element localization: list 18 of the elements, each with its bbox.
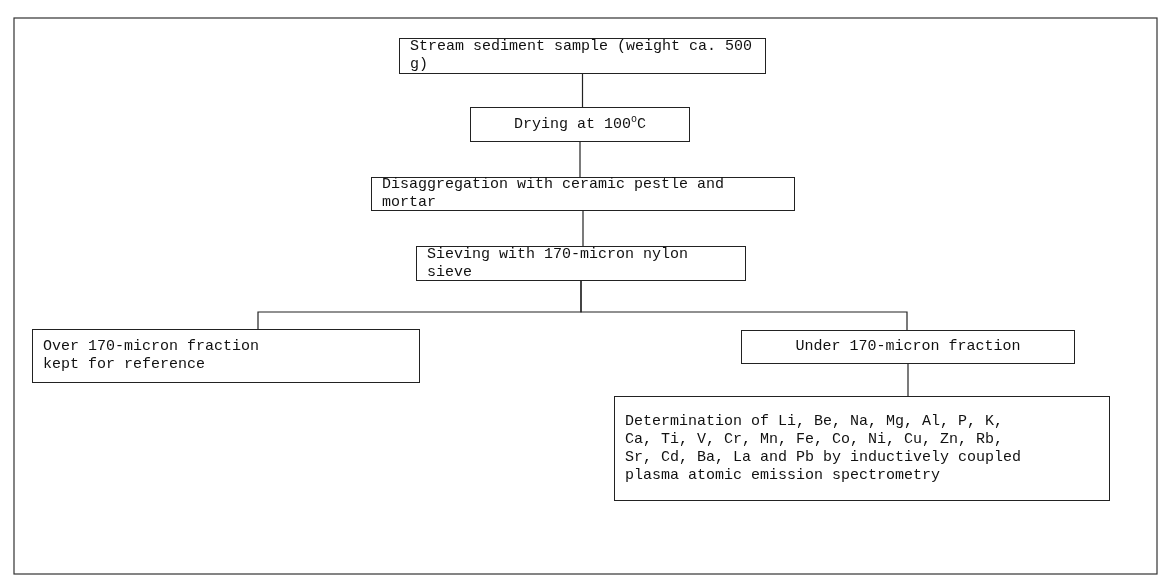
step-text: Disaggregation with ceramic pestle and mortar (381, 176, 726, 212)
step-text: Under 170-micron fraction (794, 338, 1022, 356)
connector-line (580, 280, 908, 331)
connector-line (581, 73, 584, 108)
process-box (416, 246, 746, 281)
connector-line (907, 363, 909, 397)
connector-line (582, 210, 584, 247)
step-text: Stream sediment sample (weight ca. 500 g) (409, 38, 754, 74)
process-box (470, 107, 690, 142)
step-text: Over 170-micron fraction kept for reference (42, 338, 261, 374)
process-box (371, 177, 795, 211)
step-text: Drying at 100$^{o}$C (512, 115, 648, 134)
process-box (32, 329, 420, 383)
connector-line (579, 141, 581, 178)
step-text: Determination of Li, Be, Na, Mg, Al, P, K, Ca, Ti, V, Cr, Mn, Fe, Co, Ni, Cu, Zn, Rb, Sr, Cd, Ba, La and Pb by inductively coupled plasma atomic emission spectrometry (624, 412, 1023, 485)
process-box (741, 330, 1075, 364)
process-box (614, 396, 1110, 501)
step-text: Sieving with 170-micron nylon sieve (426, 245, 690, 282)
